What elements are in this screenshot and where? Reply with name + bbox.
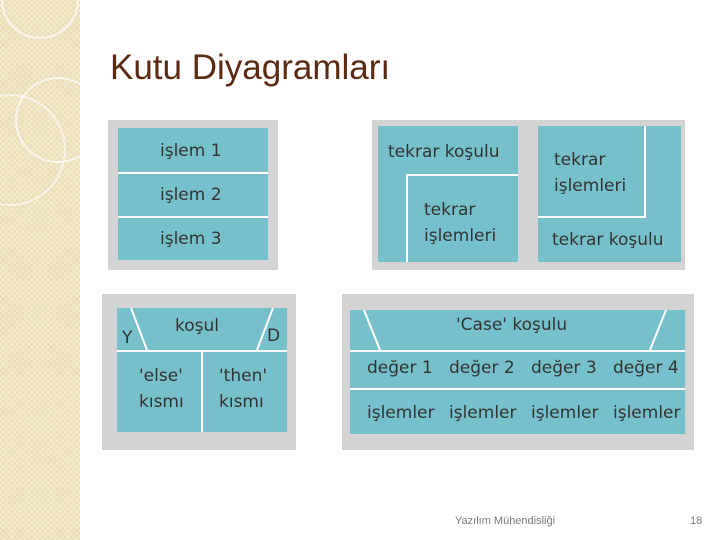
case-value-1: değer 1 <box>367 358 433 378</box>
pre-loop-condition: tekrar koşulu <box>388 142 500 162</box>
divider <box>644 126 646 216</box>
decorative-sidebar <box>0 0 80 540</box>
post-test-loop-box: tekrar işlemleri tekrar koşulu <box>538 126 681 262</box>
sequence-diagram-panel: işlem 1 işlem 2 işlem 3 <box>108 120 278 270</box>
post-loop-body-line2: işlemleri <box>554 176 627 196</box>
else-line1: 'else' <box>139 366 183 386</box>
pre-test-loop-box: tekrar koşulu tekrar işlemleri <box>378 126 518 262</box>
case-diagram-panel: 'Case' koşulu değer 1 değer 2 değer 3 de… <box>342 294 694 450</box>
if-else-diagram-panel: koşul Y D 'else' kısmı 'then' kısmı <box>102 294 296 450</box>
divider <box>118 216 268 218</box>
case-action-4: işlemler <box>613 403 681 423</box>
case-box: 'Case' koşulu değer 1 değer 2 değer 3 de… <box>350 310 685 434</box>
page-number: 18 <box>690 515 703 527</box>
yes-label: Y <box>122 328 133 348</box>
case-value-2: değer 2 <box>449 358 515 378</box>
case-action-1: işlemler <box>367 403 435 423</box>
then-line2: kısmı <box>219 392 264 412</box>
case-condition-diagonals <box>363 310 667 351</box>
divider <box>350 388 685 390</box>
sequence-box: işlem 1 işlem 2 işlem 3 <box>118 128 268 260</box>
divider <box>406 174 408 262</box>
no-label: D <box>267 326 281 346</box>
loop-diagrams-panel: tekrar koşulu tekrar işlemleri tekrar iş… <box>372 120 685 270</box>
sequence-step-2: işlem 2 <box>160 185 222 205</box>
case-action-3: işlemler <box>531 403 599 423</box>
case-value-4: değer 4 <box>613 358 679 378</box>
pre-loop-body-line1: tekrar <box>424 200 476 220</box>
case-condition: 'Case' koşulu <box>456 315 568 335</box>
if-else-box: koşul Y D 'else' kısmı 'then' kısmı <box>117 308 287 432</box>
post-loop-condition: tekrar koşulu <box>552 230 664 250</box>
if-condition: koşul <box>175 316 219 336</box>
pre-loop-body-line2: işlemleri <box>424 226 497 246</box>
slide-title: Kutu Diyagramları <box>110 48 391 87</box>
divider <box>406 174 518 176</box>
else-line2: kısmı <box>139 392 184 412</box>
footer-text: Yazılım Mühendisliği <box>455 515 556 527</box>
sequence-step-3: işlem 3 <box>160 229 222 249</box>
divider <box>538 216 646 218</box>
case-action-2: işlemler <box>449 403 517 423</box>
decorative-circles <box>0 0 80 206</box>
post-loop-body-line1: tekrar <box>554 150 606 170</box>
condition-diagonals <box>130 308 274 351</box>
divider <box>118 172 268 174</box>
divider <box>201 350 203 432</box>
then-line1: 'then' <box>219 366 268 386</box>
case-value-3: değer 3 <box>531 358 597 378</box>
sequence-step-1: işlem 1 <box>160 141 222 161</box>
divider <box>350 350 685 352</box>
